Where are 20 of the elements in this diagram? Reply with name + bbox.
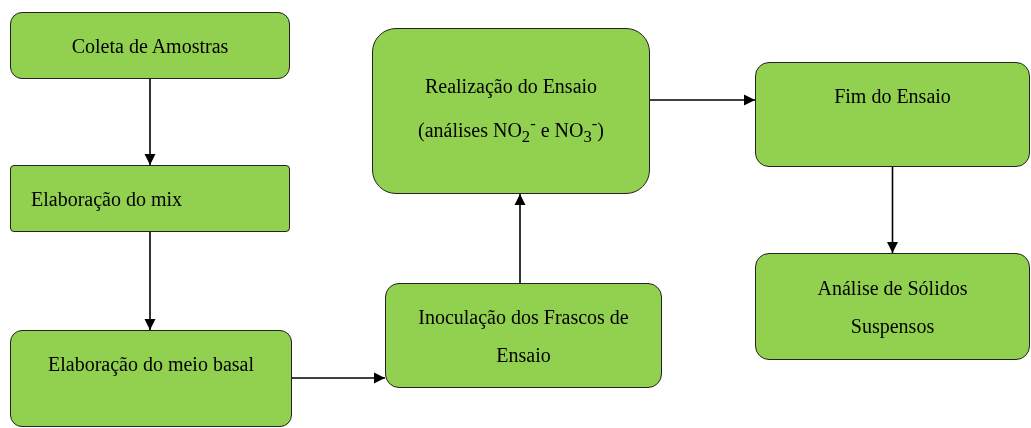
- arrow: [886, 166, 899, 254]
- arrow: [144, 231, 156, 331]
- box-text: Realização do Ensaio (análises NO$_{2}$$^{-}$ e NO$_{3}$$^{-}$): [416, 73, 605, 148]
- process-box: [385, 283, 662, 388]
- process-box: [10, 330, 292, 427]
- box-text: Elaboração do mix: [31, 187, 183, 213]
- process-box: [372, 28, 650, 194]
- arrow: [291, 372, 386, 384]
- process-box: [10, 165, 290, 232]
- process-box: [755, 62, 1030, 167]
- box-text: Análise de Sólidos Suspensos: [816, 275, 969, 340]
- box-text: Elaboração do meio basal: [48, 352, 254, 378]
- arrow: [649, 94, 756, 106]
- box-text: Coleta de Amostras: [71, 33, 229, 59]
- process-box: [10, 12, 290, 79]
- box-text: Inoculação dos Frascos de Ensaio: [417, 304, 630, 368]
- arrow: [514, 193, 526, 284]
- arrow: [144, 78, 156, 166]
- box-text: Fim do Ensaio: [834, 84, 951, 109]
- process-box: [755, 253, 1030, 360]
